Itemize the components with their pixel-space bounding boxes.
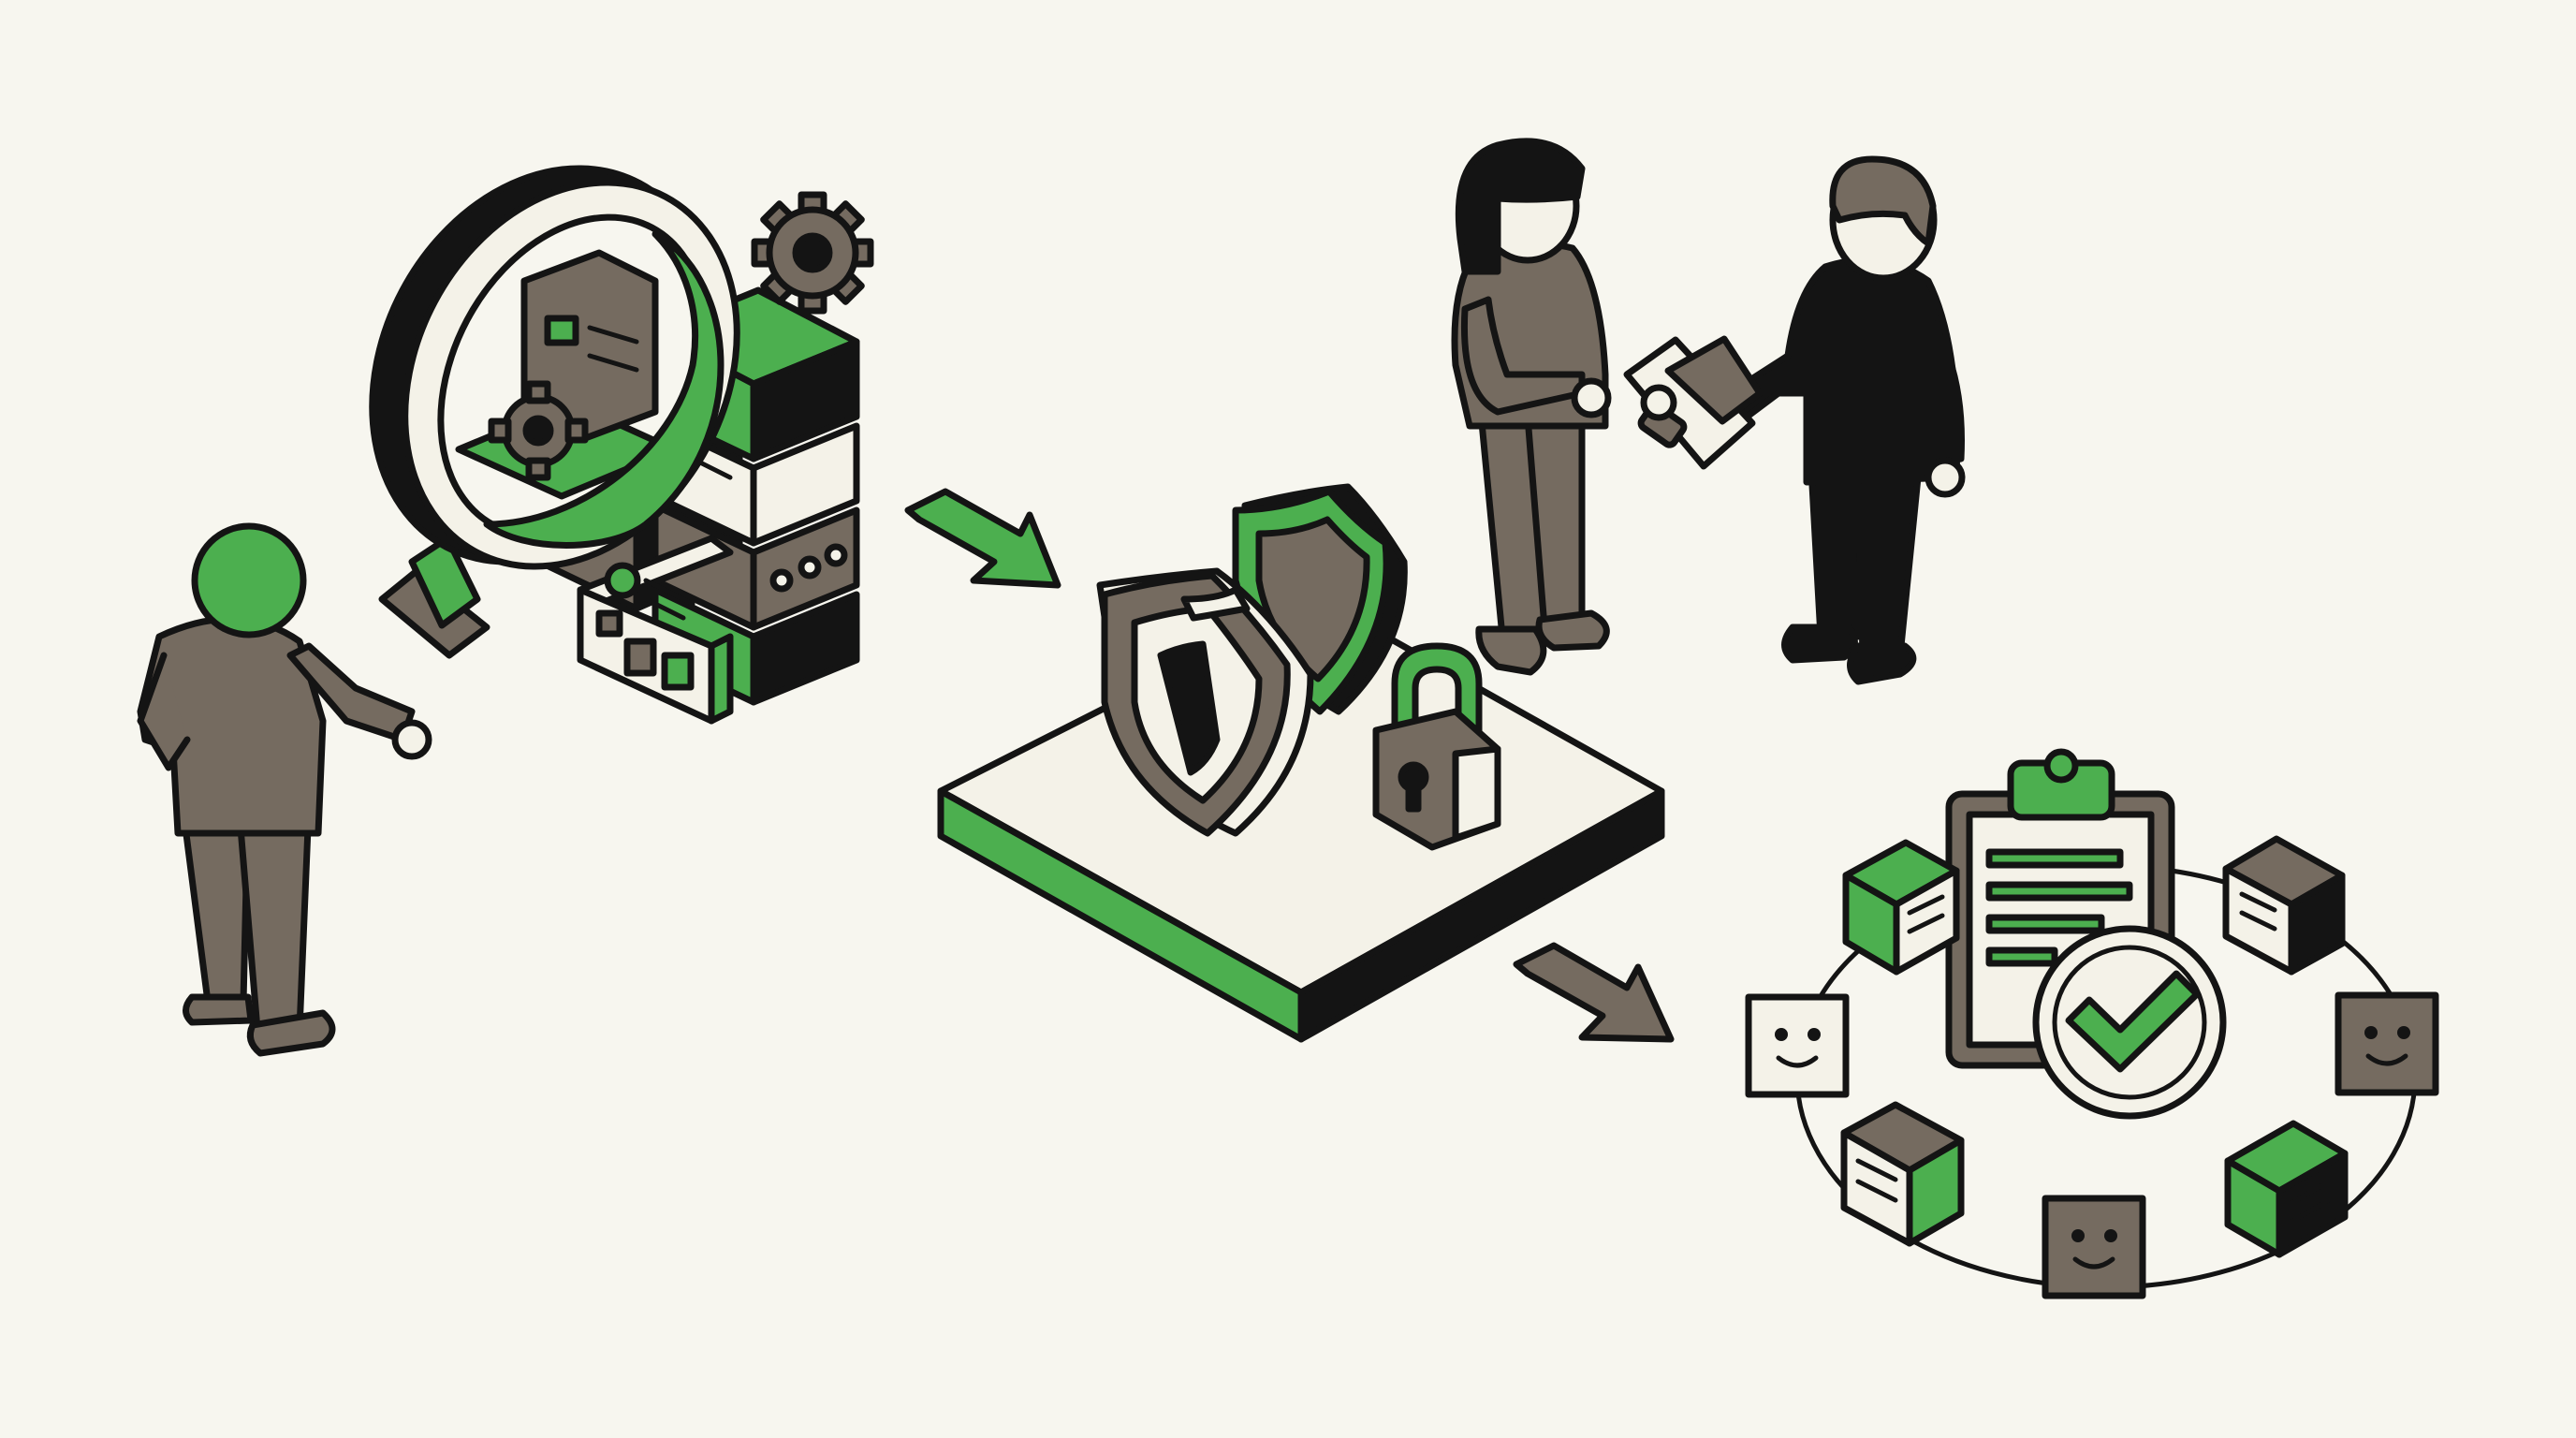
person-man [1722, 159, 1962, 682]
document-exchange-icon [1627, 339, 1760, 466]
module-cube-icon [2226, 839, 2342, 972]
smiley-face-icon [2045, 1198, 2143, 1296]
arrow-right-down-icon [1516, 946, 1671, 1039]
inspection-group [140, 109, 871, 1053]
module-cube-icon [2228, 1123, 2345, 1255]
person-woman [1455, 141, 1608, 672]
smiley-face-icon [2338, 995, 2436, 1093]
module-cube-icon [1844, 1105, 1961, 1243]
module-cube-icon [1846, 843, 1956, 972]
gear-icon [754, 195, 871, 311]
smiley-face-icon [1749, 997, 1846, 1094]
approval-ring-group [1749, 752, 2436, 1296]
handshake-people [1455, 141, 1962, 682]
arrow-right-down-icon [908, 492, 1058, 585]
checkmark-icon [2036, 929, 2223, 1116]
